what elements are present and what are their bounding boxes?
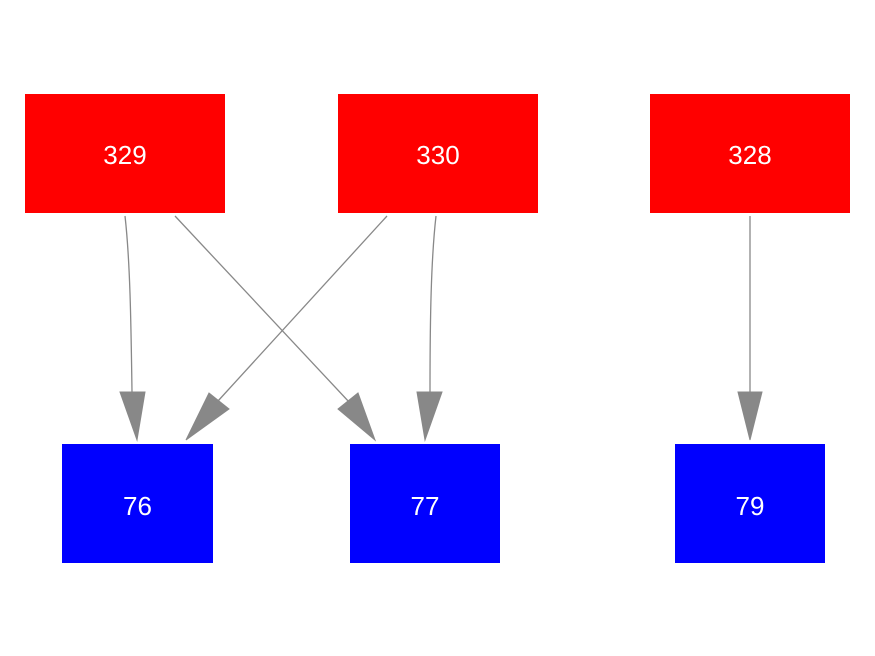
arrowhead-icon: [119, 391, 146, 442]
edge-line: [217, 215, 388, 402]
node-79[interactable]: 79: [675, 444, 825, 563]
node-box: [62, 444, 213, 563]
node-label: 76: [123, 491, 152, 521]
node-label: 77: [411, 491, 440, 521]
edge-328-to-79: [737, 216, 763, 441]
edge-line: [174, 215, 351, 404]
node-76[interactable]: 76: [62, 444, 213, 563]
node-330[interactable]: 330: [338, 94, 538, 213]
node-box: [350, 444, 500, 563]
node-box: [650, 94, 850, 213]
edges: [119, 215, 763, 442]
arrowhead-icon: [185, 392, 230, 441]
node-label: 329: [103, 140, 146, 170]
node-329[interactable]: 329: [25, 94, 225, 213]
node-328[interactable]: 328: [650, 94, 850, 213]
edge-329-to-77: [174, 215, 377, 442]
node-77[interactable]: 77: [350, 444, 500, 563]
node-box: [25, 94, 225, 213]
node-label: 330: [416, 140, 459, 170]
arrowhead-icon: [416, 391, 443, 442]
node-label: 328: [728, 140, 771, 170]
node-box: [675, 444, 825, 563]
edge-330-to-77: [416, 215, 443, 442]
edge-line: [124, 215, 133, 393]
arrowhead-icon: [337, 392, 377, 442]
edge-line: [429, 215, 437, 393]
node-label: 79: [736, 491, 765, 521]
node-box: [338, 94, 538, 213]
edge-330-to-76: [185, 215, 388, 441]
arrowhead-icon: [737, 391, 763, 441]
edge-329-to-76: [119, 215, 146, 442]
